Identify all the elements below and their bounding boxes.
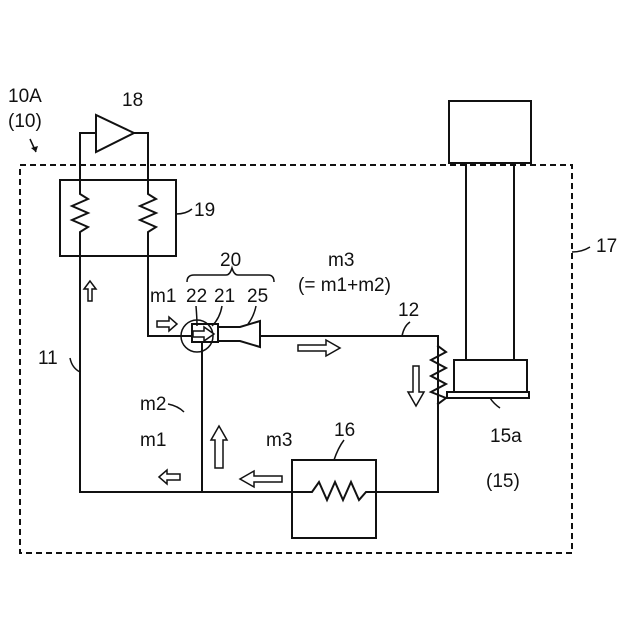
leader-12	[402, 322, 410, 336]
flow-arrow-m1-out	[159, 470, 180, 484]
label-flow-m3-bottom: m3	[266, 430, 292, 451]
flow-arrow-down-right	[408, 366, 424, 406]
leader-17	[572, 247, 590, 252]
label-diffuser-25: 25	[247, 286, 268, 307]
leader-11	[70, 358, 80, 372]
label-heat-exchanger-19: 19	[194, 200, 215, 221]
flow-arrow-m1-in	[157, 317, 177, 331]
label-flow-m1-in: m1	[150, 286, 176, 307]
leader-16	[334, 440, 344, 460]
heat-exchanger-16	[292, 460, 376, 538]
leader-19	[176, 209, 192, 214]
leader-15a	[490, 398, 500, 408]
flow-arrow-m2-up	[211, 426, 227, 468]
apparatus-15	[447, 101, 531, 398]
flow-arrow-up-left	[84, 281, 96, 301]
label-compressor-18: 18	[122, 90, 143, 111]
label-boundary-17: 17	[596, 236, 617, 257]
label-flow-m3-formula: (= m1+m2)	[298, 275, 391, 296]
label-heat-exchanger-16: 16	[334, 420, 355, 441]
leader-m2	[168, 404, 184, 412]
label-flow-m1-out: m1	[140, 430, 166, 451]
label-system-id: 10A	[8, 86, 42, 107]
label-pipe-12: 12	[398, 300, 419, 321]
compressor-18	[80, 115, 148, 152]
flow-arrow-m3-bottom	[240, 471, 282, 487]
label-nozzle-22: 22	[186, 286, 207, 307]
flow-arrow-m3-top	[298, 340, 340, 356]
label-flow-m2: m2	[140, 394, 166, 415]
label-component-15-parent: (15)	[486, 471, 520, 492]
ejector-20	[181, 320, 260, 356]
leader-10A-arrowhead	[31, 146, 38, 152]
label-ejector-20: 20	[220, 250, 241, 271]
leader-25	[248, 306, 256, 324]
label-pipe-11: 11	[38, 348, 58, 369]
label-component-15a: 15a	[490, 426, 522, 447]
label-flow-m3-top: m3	[328, 250, 354, 271]
label-suction-21: 21	[214, 286, 235, 307]
label-system-id-parent: (10)	[8, 111, 42, 132]
heat-exchanger-19	[60, 180, 176, 256]
